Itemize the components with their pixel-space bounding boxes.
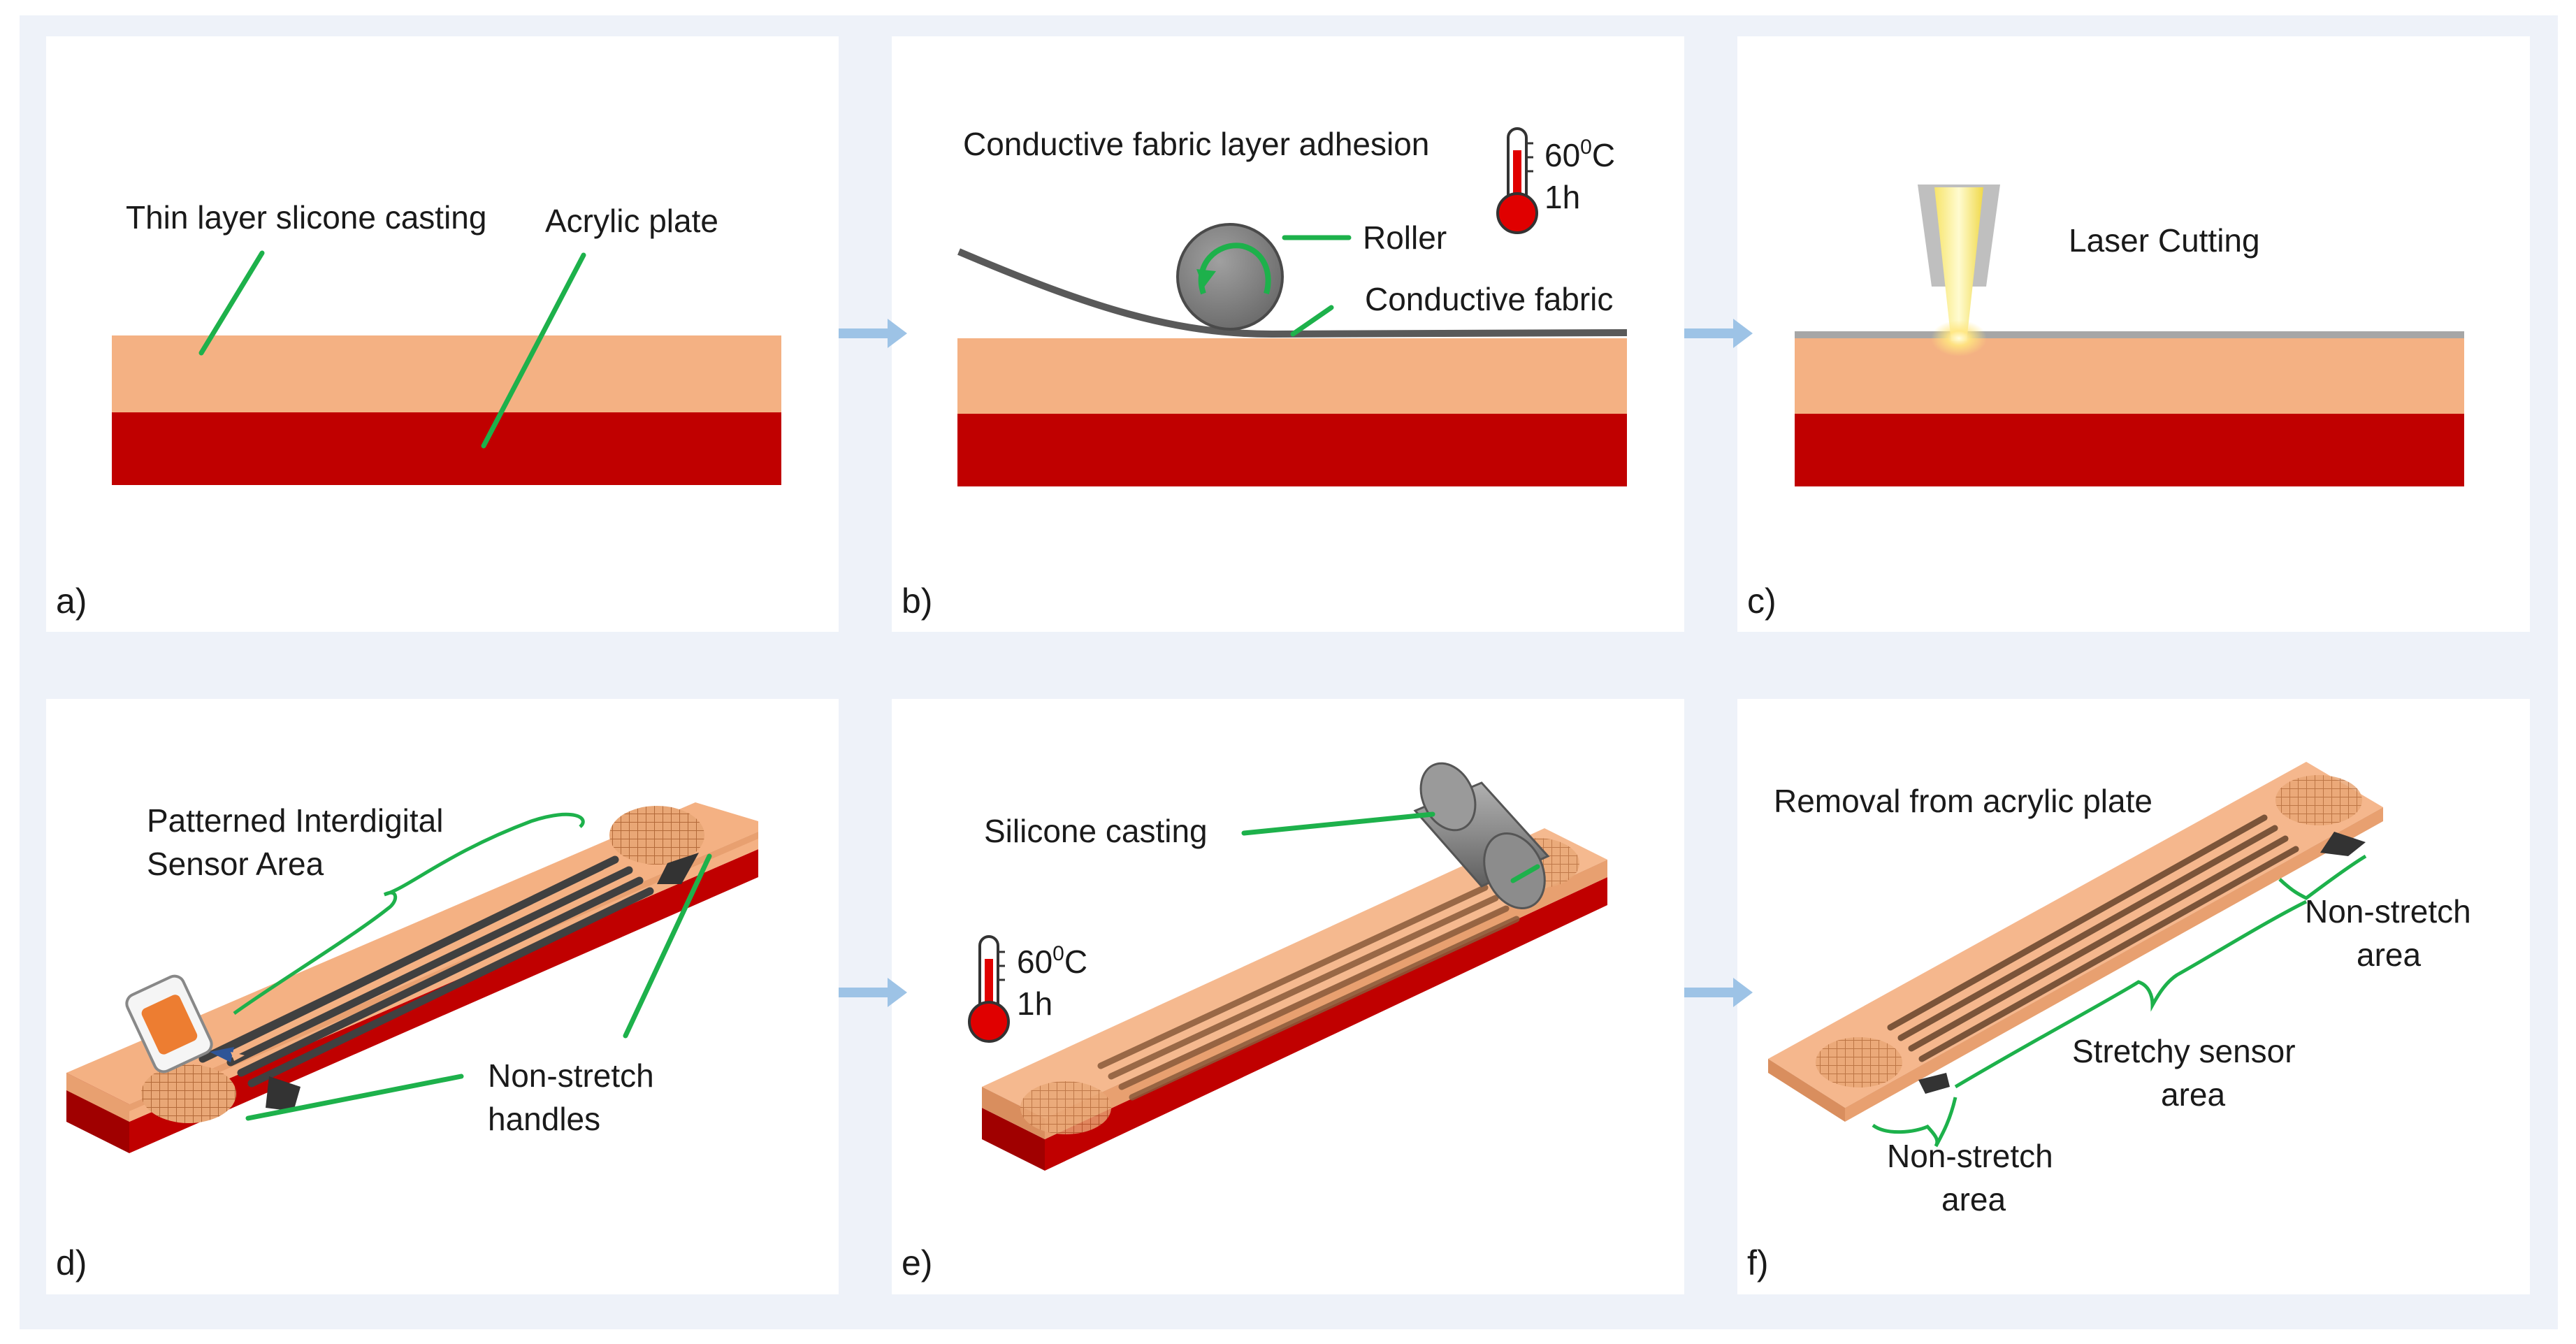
silicone-layer [957,338,1627,414]
roller-label: Roller [1363,219,1447,256]
handles-label-line1: Non-stretch [488,1057,654,1094]
conductive-fabric-label: Conductive fabric [1365,281,1613,317]
silicone-leader-line [198,250,265,356]
panel-letter-d: d) [56,1243,87,1282]
panel-letter-b: b) [902,581,932,621]
panel-letter-f: f) [1747,1243,1769,1282]
acrylic-plate [957,414,1627,486]
acrylic-plate-label: Acrylic plate [545,203,718,239]
non-stretch-left-line2: area [1941,1181,2006,1217]
step-arrow-e-f [1684,978,1753,1007]
panel-f [1737,699,2530,1294]
thermometer-icon [1496,127,1538,234]
step-arrow-b-c [1684,319,1753,348]
panel-c-content: Laser Cutting c) [1747,185,2464,621]
mesh-pad-right [609,806,704,865]
non-stretch-left-brace [1872,1097,1958,1148]
non-stretch-right-line1: Non-stretch [2305,893,2471,930]
sensor-area-label-line2: Sensor Area [147,846,324,882]
panel-f-content: Removal from acrylic plate Non-stretch a… [1747,762,2471,1282]
stretchy-area-line2: area [2161,1076,2225,1113]
laser-cutting-title: Laser Cutting [2069,222,2260,259]
panel-letter-e: e) [902,1243,932,1282]
silicone-casting-label: Thin layer slicone casting [126,199,486,236]
acrylic-plate [112,412,781,485]
handles-label-line2: handles [488,1101,600,1137]
rotation-arrowhead-icon [1196,269,1216,288]
silicone-layer [1795,338,2464,414]
mesh-pad-left [141,1064,236,1123]
thermometer-icon [968,935,1010,1043]
casting-leader-line [1241,811,1435,836]
panel-d-content: Patterned Interdigital Sensor Area Non-s… [56,802,758,1282]
panel-b-content: Roller Conductive fabric Conductive fabr… [902,126,1628,621]
interdigital-electrodes [198,855,654,1088]
laser-head-icon [1918,185,2000,356]
released-sensor [1768,762,2383,1122]
adhesion-title: Conductive fabric layer adhesion [963,126,1429,162]
temperature-label: 600C [1544,136,1615,173]
panel-a-content: Thin layer slicone casting Acrylic plate… [56,199,781,621]
silicone-casting-title: Silicone casting [984,813,1208,849]
conductive-fabric-sheet [957,248,1628,338]
panel-a [46,36,839,632]
sensor-assembly [66,802,758,1153]
handles-leader-right [623,853,712,1039]
glue-bottle-icon [125,974,245,1074]
sensor-area-brace [233,812,585,1016]
acrylic-plate [1795,414,2464,486]
non-stretch-right-brace [2278,854,2367,900]
stretchy-area-brace [1954,899,2308,1089]
panel-letter-c: c) [1747,581,1777,621]
step-arrow-a-b [839,319,907,348]
non-stretch-right-line2: area [2357,937,2421,973]
non-stretch-left-line1: Non-stretch [1887,1138,2053,1174]
silicone-layer [112,335,781,412]
panel-e-content: Silicone casting 600C 1h e) [902,762,1607,1282]
panel-letter-a: a) [56,581,87,621]
stretchy-area-line1: Stretchy sensor [2072,1033,2296,1069]
casting-leader-tail [1510,864,1540,883]
sensor-area-label-line1: Patterned Interdigital [147,802,444,839]
duration-label: 1h [1017,985,1052,1022]
fabric-leader-line [1290,305,1334,337]
removal-title: Removal from acrylic plate [1774,783,2152,819]
fabric-layer [1795,331,2464,338]
step-arrow-d-e [839,978,907,1007]
temperature-label: 600C [1017,942,1087,980]
cast-assembly [982,828,1607,1171]
acrylic-leader-line [481,252,586,449]
duration-label: 1h [1544,179,1580,215]
handles-leader-left [245,1074,464,1121]
